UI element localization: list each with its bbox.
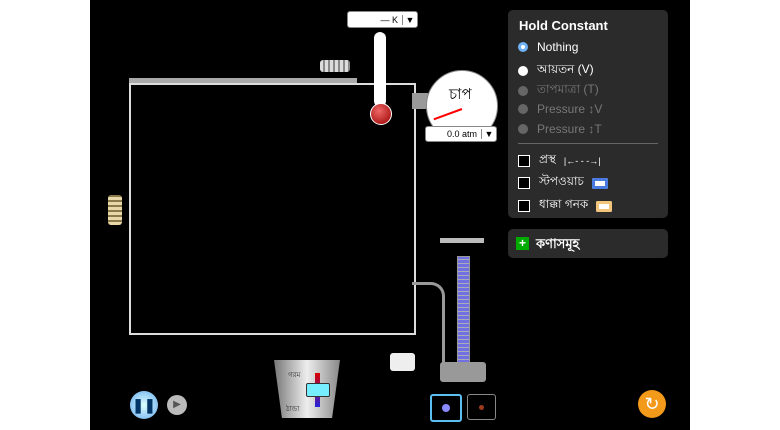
expand-icon[interactable]: +: [516, 237, 529, 250]
divider: [518, 143, 658, 144]
pump-hose: [412, 282, 445, 370]
eraser-button[interactable]: [390, 353, 415, 371]
radio-nothing[interactable]: Nothing: [518, 40, 578, 54]
radio-temperature: তাপমাত্রা (T): [518, 81, 599, 101]
width-checkbox[interactable]: প্রস্থ|←- - -→|: [518, 151, 601, 171]
light-particle-button[interactable]: [467, 394, 496, 420]
gauge-needle: [433, 108, 463, 121]
stopwatch-checkbox[interactable]: স্টপওয়াচ: [518, 173, 608, 193]
gauge-connector: [412, 93, 428, 109]
pump-base: [440, 362, 486, 382]
pause-button[interactable]: ❚❚: [130, 391, 158, 419]
thermometer-bulb: [370, 103, 392, 125]
thermometer: [374, 32, 386, 107]
container-wall-handle[interactable]: [108, 195, 122, 225]
collision-counter-checkbox[interactable]: ধাক্কা গনক: [518, 196, 613, 216]
pump-handle[interactable]: [440, 238, 484, 243]
hold-constant-panel: Hold Constant Nothing আয়তন (V) তাপমাত্র…: [508, 10, 668, 218]
step-button[interactable]: ▶: [167, 395, 187, 415]
sim-stage: — K ▼ চাপ 0.0 atm ▼ গরম ঠান্ডা ❚❚ ▶ ↻ Ho…: [90, 0, 690, 430]
gas-container: [129, 83, 416, 335]
units-dropdown-arrow-icon[interactable]: ▼: [402, 14, 417, 25]
light-particle-icon: [479, 405, 484, 410]
units-dropdown-arrow-icon[interactable]: ▼: [481, 129, 496, 139]
temperature-readout[interactable]: — K ▼: [347, 11, 418, 28]
pump-barrel[interactable]: [457, 256, 470, 364]
lid[interactable]: [129, 78, 357, 83]
heavy-particle-button[interactable]: [430, 394, 462, 422]
collision-counter-icon: [596, 200, 613, 212]
width-icon: |←- - -→|: [563, 156, 601, 166]
stopwatch-icon: [591, 177, 608, 189]
radio-pressure-t: Pressure ↕T: [518, 122, 602, 136]
pressure-readout[interactable]: 0.0 atm ▼: [425, 126, 497, 142]
panel-title: Hold Constant: [519, 18, 608, 33]
radio-volume[interactable]: আয়তন (V): [518, 61, 594, 81]
heat-cool-slider-thumb[interactable]: [306, 383, 330, 397]
heavy-particle-icon: [442, 404, 450, 412]
particles-accordion[interactable]: + কণাসমূহ: [508, 229, 668, 258]
reset-all-button[interactable]: ↻: [638, 390, 666, 418]
radio-pressure-v: Pressure ↕V: [518, 102, 602, 116]
lid-handle[interactable]: [320, 60, 350, 72]
